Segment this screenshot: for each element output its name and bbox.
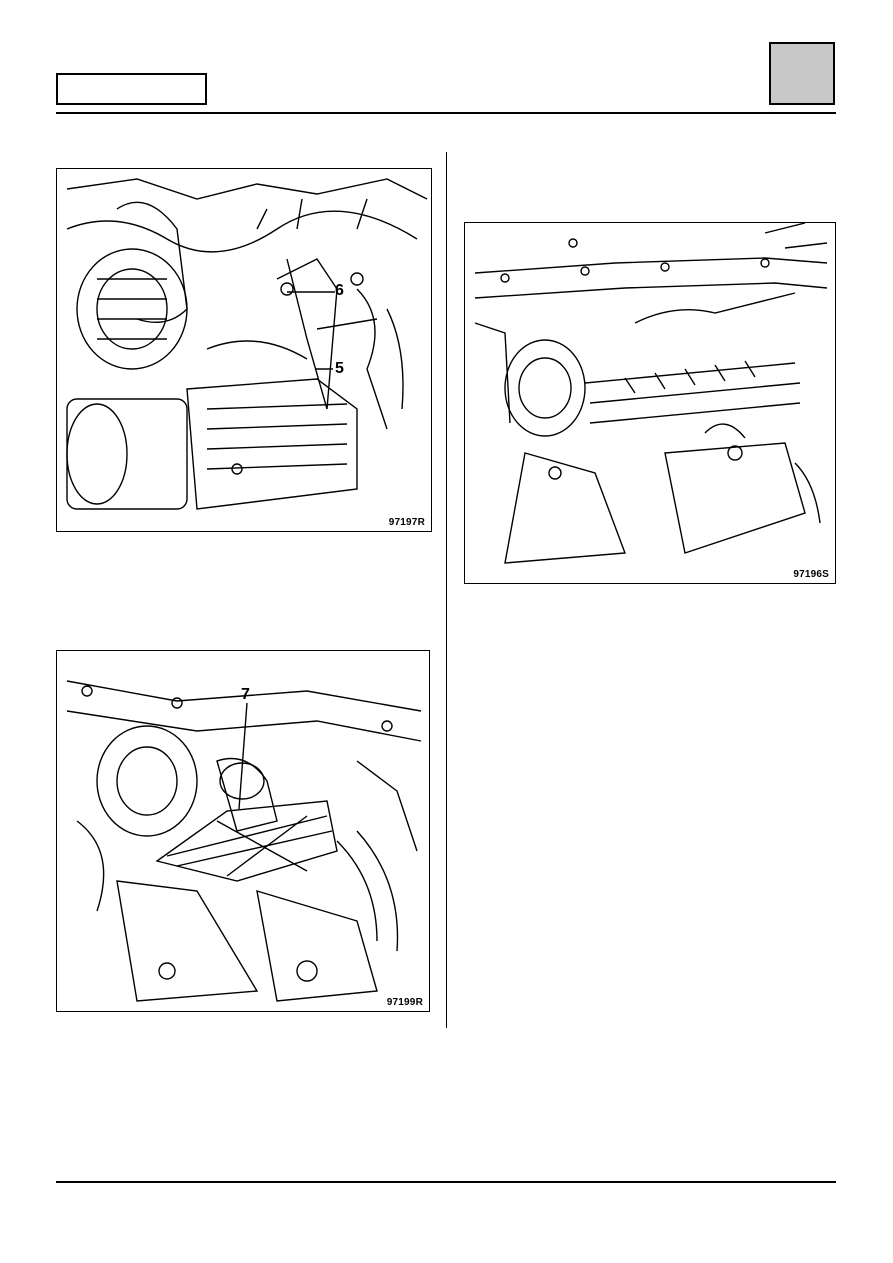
header-section-box <box>56 73 207 105</box>
section-tab <box>769 42 835 105</box>
engine-illustration-97196s <box>474 223 828 564</box>
figure-97197r: 6 5 97197R <box>56 168 432 532</box>
callout-5: 5 <box>335 360 344 377</box>
figure-code: 97196S <box>793 569 829 580</box>
header-rule <box>56 112 836 114</box>
engine-illustration-97199r <box>66 680 422 1002</box>
column-divider <box>446 152 447 1028</box>
figure-code: 97199R <box>386 997 423 1008</box>
footer-rule <box>56 1181 836 1183</box>
figure-97196s: 97196S <box>464 222 836 584</box>
callout-6: 6 <box>335 282 344 299</box>
engine-illustration-97197r <box>66 178 428 510</box>
figure-97199r: 7 97199R <box>56 650 430 1012</box>
figure-code: 97197R <box>388 517 425 528</box>
callout-7: 7 <box>241 686 250 703</box>
